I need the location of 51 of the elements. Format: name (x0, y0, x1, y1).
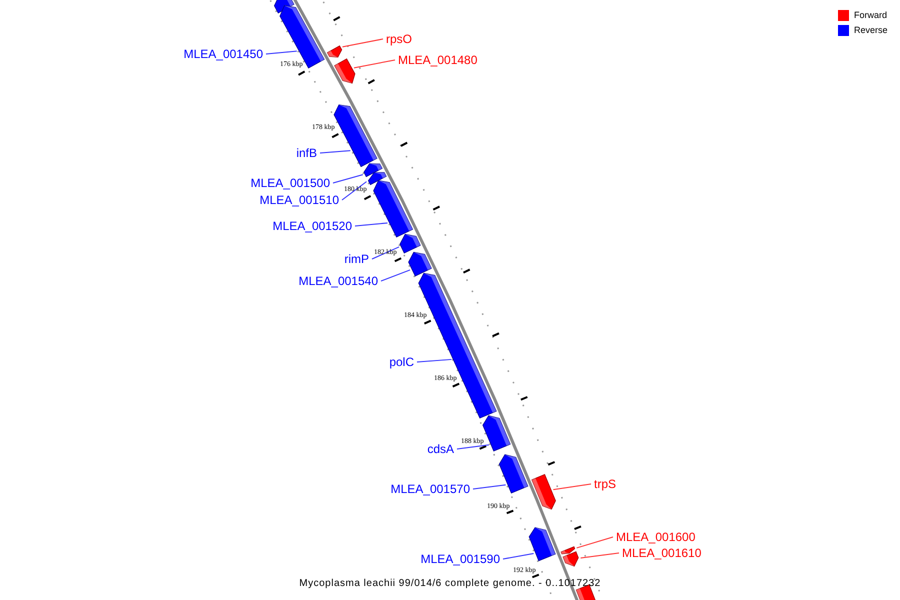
leader-line (354, 60, 396, 68)
caption: Mycoplasma leachii 99/014/6 complete genome. - 0..1017232 (298, 578, 602, 590)
leader-line (502, 553, 534, 560)
gene-label: MLEA_001600 (616, 529, 696, 545)
leader-line (320, 150, 351, 154)
gene-label: MLEA_001450 (184, 46, 263, 62)
gene-block (364, 163, 383, 178)
gene-label: MLEA_001590 (420, 551, 500, 567)
gene-label: rpsO (386, 31, 412, 47)
leader-line (342, 38, 384, 48)
leader-line (380, 269, 411, 282)
gene-block (560, 546, 576, 554)
legend-label: Reverse (854, 24, 888, 36)
gene-label: rimP (344, 251, 369, 267)
gene-block (280, 5, 325, 68)
gene-block (482, 415, 511, 452)
gene-block (498, 454, 528, 494)
leader-line (342, 181, 368, 200)
gene-block (531, 474, 556, 510)
leader-line (354, 222, 388, 226)
gene-label: MLEA_001570 (390, 481, 470, 497)
gene-label: MLEA_001610 (622, 545, 702, 561)
gene-block (368, 172, 387, 186)
leader-line (266, 50, 298, 54)
gene-label: MLEA_001540 (298, 273, 378, 289)
leader-line (372, 246, 400, 260)
gene-block (373, 180, 414, 238)
gene-block (326, 45, 342, 58)
gene-label: infB (296, 145, 317, 161)
gene-block (334, 104, 378, 168)
legend-label: Forward (854, 9, 888, 21)
gene-block (528, 527, 556, 562)
gene-label: MLEA_001520 (272, 218, 352, 234)
gene-block (274, 0, 294, 14)
gene-block (408, 252, 432, 276)
leader-line (472, 484, 506, 490)
gene-label: trpS (594, 476, 616, 492)
gene-label: cdsA (427, 441, 454, 457)
leader-line (580, 552, 620, 558)
leader-line (576, 536, 614, 548)
leader-line (416, 358, 452, 362)
leader-line (552, 484, 592, 490)
gene-label: polC (389, 354, 414, 370)
gene-block (334, 58, 356, 84)
gene-block (400, 234, 421, 254)
gene-label: MLEA_001500 (250, 175, 330, 191)
leader-line (332, 174, 364, 184)
gene-block (418, 272, 497, 418)
gene-label: MLEA_001480 (398, 52, 478, 68)
gene-label: MLEA_001510 (260, 192, 339, 208)
leader-line (456, 444, 490, 450)
